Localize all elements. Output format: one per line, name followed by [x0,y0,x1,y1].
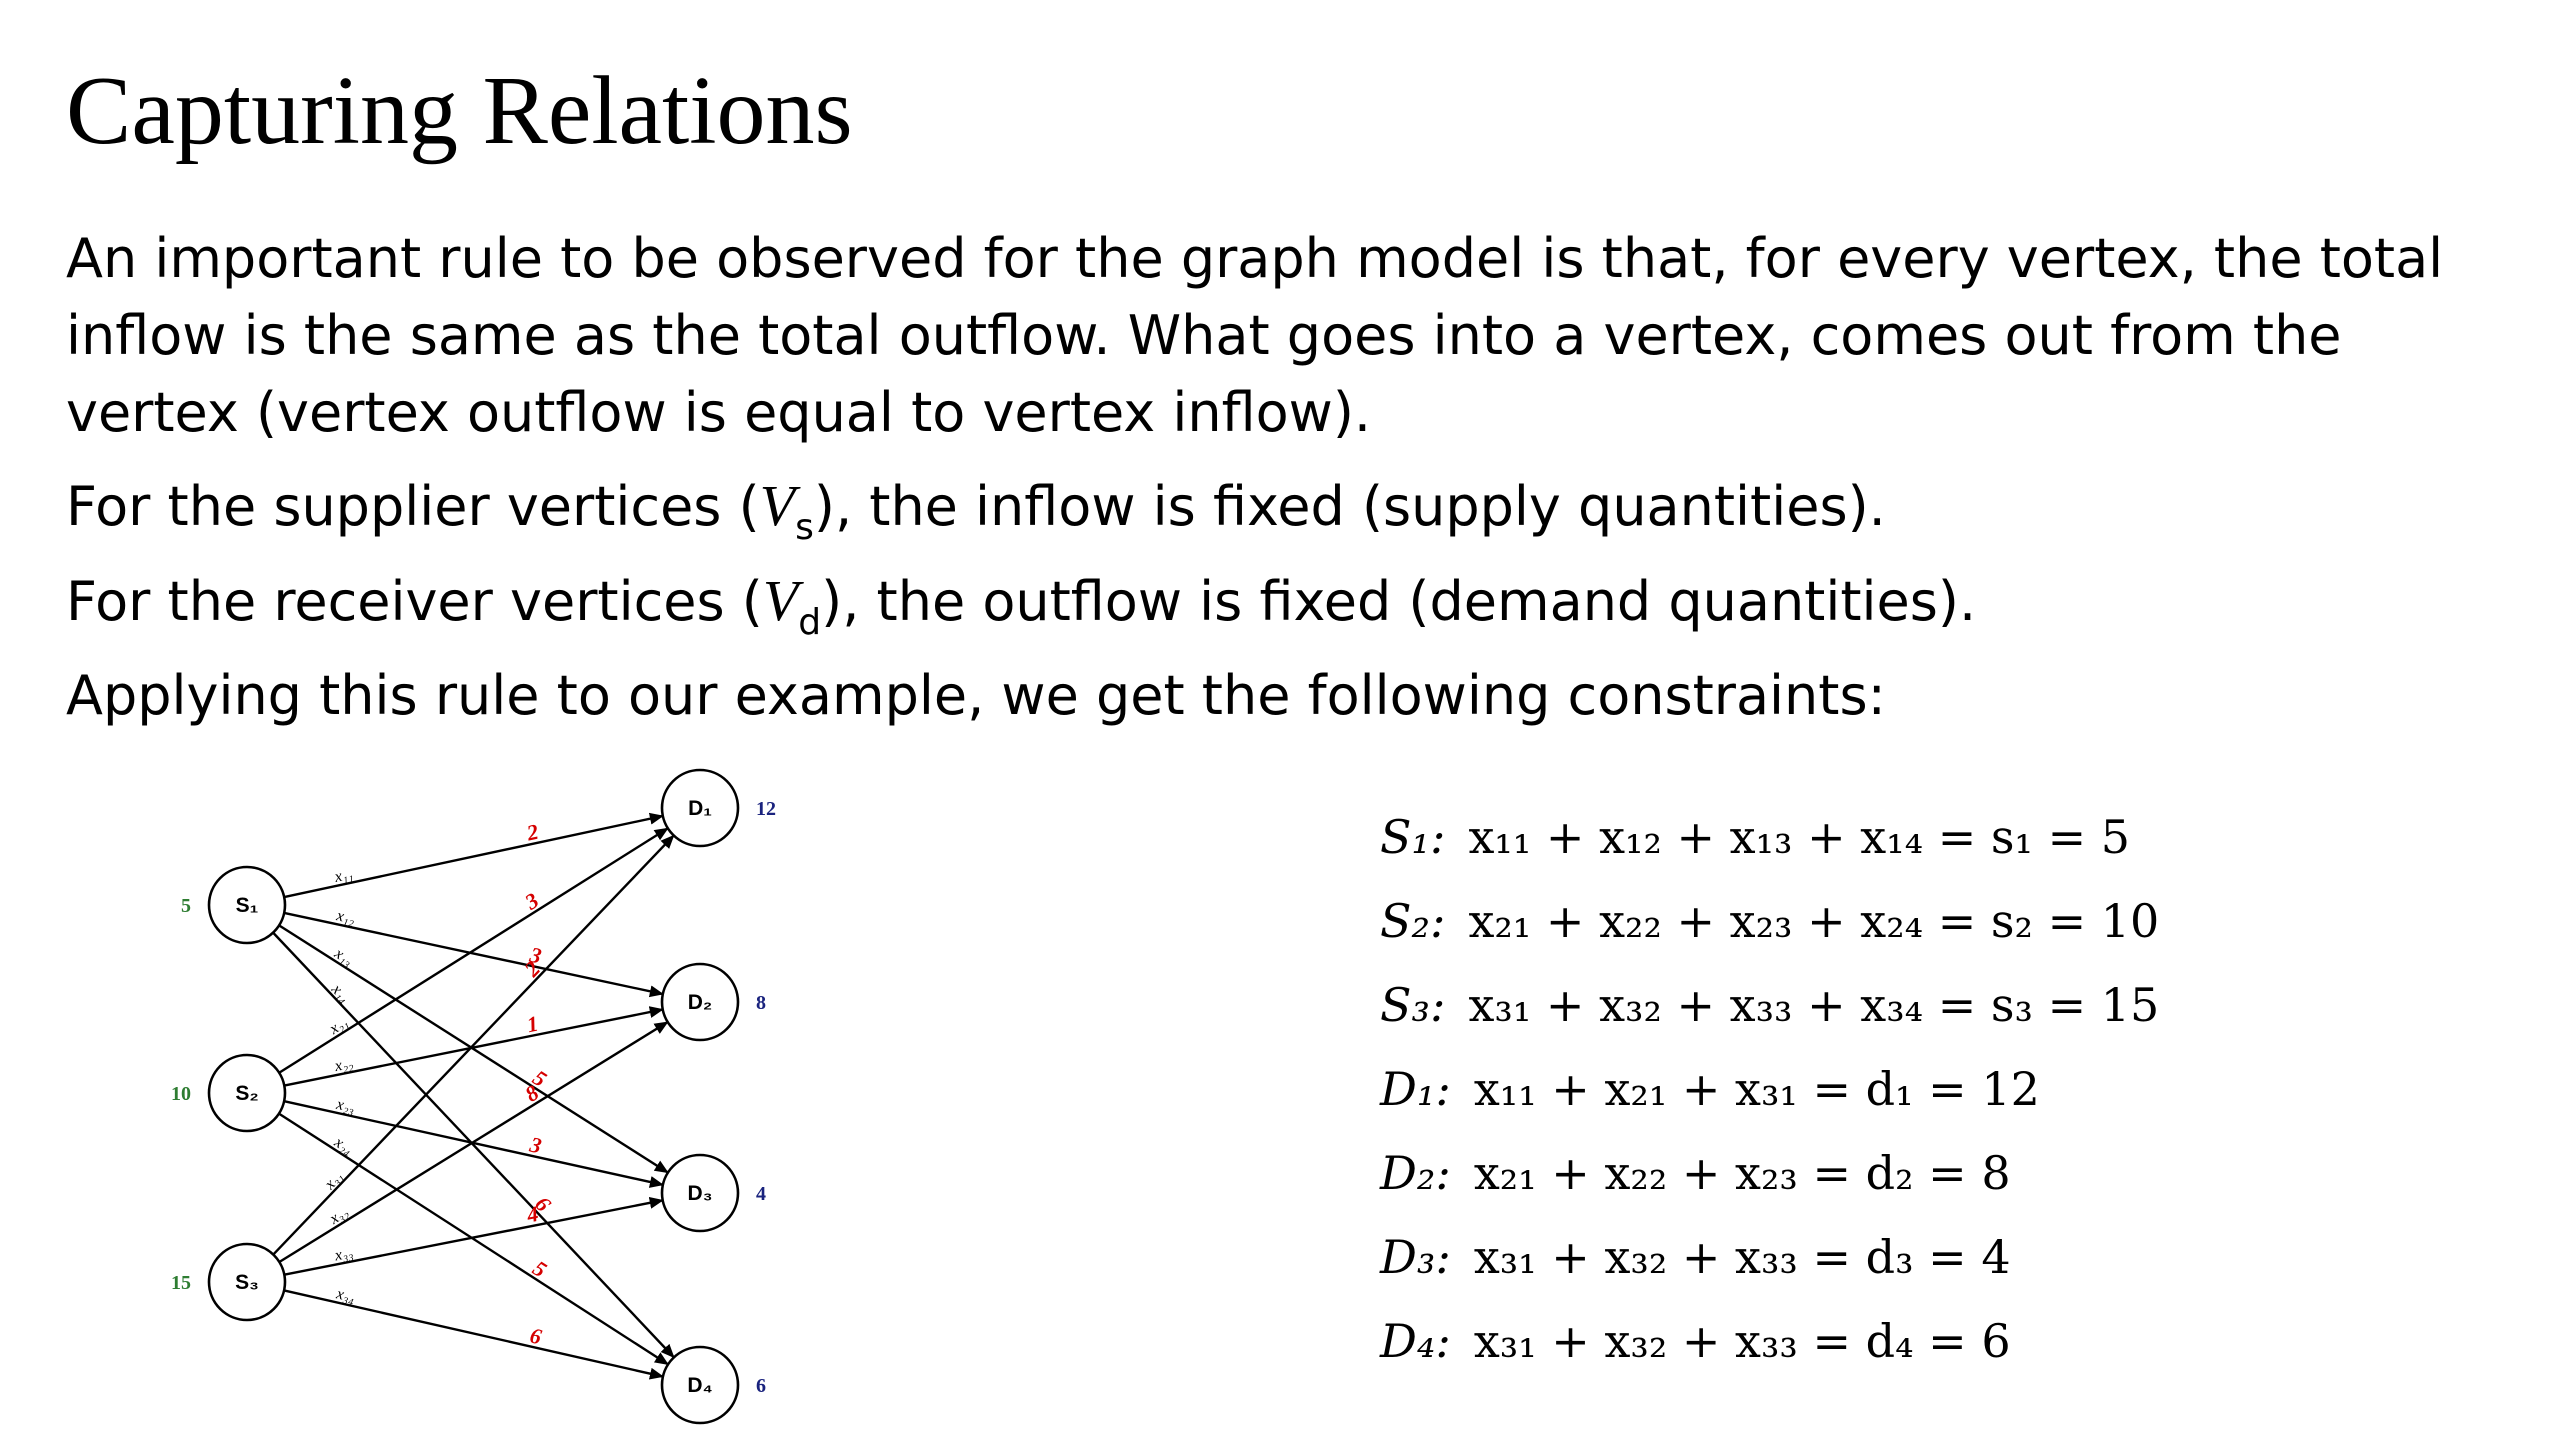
flow-edge [283,911,664,998]
receiver-node [660,1153,740,1233]
paragraph-supplier-vertices: For the supplier vertices (Vs), the infl… [66,467,2506,552]
constraint-expression: x₂₁ + x₂₂ + x₂₃ = d₂ = 8 [1450,1146,2011,1200]
math-subscript: d [798,602,822,643]
demand-quantity-label: 4 [756,1183,766,1205]
edge-cost-label: 5 [528,1255,551,1282]
flow-edge [283,1289,664,1380]
flow-edge [284,1196,664,1276]
edge-variable-label: x₂₂ [332,1055,355,1076]
math-variable: V [759,473,796,538]
flow-edge [272,834,675,1256]
constraint-expression: x₃₁ + x₃₂ + x₃₃ + x₃₄ = s₃ = 15 [1445,978,2160,1032]
math-subscript: s [795,507,814,548]
constraint-expression: x₃₁ + x₃₂ + x₃₃ = d₄ = 6 [1450,1314,2011,1368]
constraint-label: D₂: [1380,1146,1451,1200]
constraint-label: S₁: [1380,810,1446,864]
page-title: Capturing Relations [66,57,853,165]
edge-cost-label: 4 [524,1201,541,1228]
constraint-label: S₃: [1380,978,1446,1032]
text-segment: For the supplier vertices ( [66,475,760,538]
demand-quantity-label: 6 [756,1375,766,1397]
paragraph-receiver-vertices: For the receiver vertices (Vd), the outf… [66,562,2506,647]
constraint-equation-row: D₄: x₃₁ + x₃₂ + x₃₃ = d₄ = 6 [1380,1299,2159,1383]
constraint-expression: x₂₁ + x₂₂ + x₂₃ + x₂₄ = s₂ = 10 [1445,894,2160,948]
flow-edge [272,931,675,1359]
constraint-label: S₂: [1380,894,1446,948]
edge-variable-label: x₂₃ [334,1096,356,1117]
edge-cost-label: 3 [520,888,543,916]
receiver-node [660,768,740,848]
edge-cost-label: 2 [524,819,541,846]
edges-layer: x₁₁2x₁₂3x₁₃5x₁₄6x₂₁3x₂₂1x₂₃3x₂₄5x₃₁2x₃₂8… [272,812,675,1380]
supply-quantity-label: 10 [171,1083,191,1105]
constraint-expression: x₁₁ + x₂₁ + x₃₁ = d₁ = 12 [1450,1062,2040,1116]
edge-variable-label: x₃₃ [332,1244,354,1264]
constraint-equation-row: D₃: x₃₁ + x₃₂ + x₃₃ = d₃ = 4 [1380,1215,2159,1299]
edge-variable-label: x₃₁ [321,1168,347,1194]
supply-quantity-label: 5 [181,895,191,917]
constraint-equation-row: D₂: x₂₁ + x₂₂ + x₂₃ = d₂ = 8 [1380,1131,2159,1215]
text-segment: For the receiver vertices ( [66,570,763,633]
edge-cost-label: 3 [527,942,544,969]
constraint-equation-row: S₃: x₃₁ + x₃₂ + x₃₃ + x₃₄ = s₃ = 15 [1380,963,2159,1047]
edge-variable-label: x₃₂ [326,1204,352,1229]
receiver-node-label: D₂ [688,991,713,1014]
paragraph-flow-rule: An important rule to be observed for the… [66,227,2444,444]
paragraph-constraints-intro: Applying this rule to our example, we ge… [66,664,1886,727]
receiver-node [660,1345,740,1425]
constraint-equation-row: S₁: x₁₁ + x₁₂ + x₁₃ + x₁₄ = s₁ = 5 [1380,795,2159,879]
edge-cost-label: 1 [525,1011,541,1038]
receiver-node-label: D₁ [688,797,712,820]
constraint-label: D₁: [1380,1062,1451,1116]
constraint-label: D₃: [1380,1230,1451,1284]
flow-edge [283,812,664,899]
constraint-equation-row: D₁: x₁₁ + x₂₁ + x₃₁ = d₁ = 12 [1380,1047,2159,1131]
edge-variable-label: x₁₃ [331,945,356,970]
flow-edge [278,924,669,1174]
edge-variable-label: x₁₄ [327,980,353,1006]
receiver-node [660,962,740,1042]
edge-cost-label: 3 [527,1131,544,1158]
flow-edge [278,827,669,1074]
text-segment: ), the inflow is fixed (supply quantitie… [813,475,1886,538]
supply-quantity-label: 15 [171,1272,191,1294]
constraint-equation-row: S₂: x₂₁ + x₂₂ + x₂₃ + x₂₄ = s₂ = 10 [1380,879,2159,963]
receiver-node-label: D₄ [687,1374,712,1397]
flow-edge [284,1006,664,1087]
math-variable: V [762,568,799,633]
constraint-expression: x₁₁ + x₁₂ + x₁₃ + x₁₄ = s₁ = 5 [1445,810,2130,864]
supplier-node [207,1053,287,1133]
text-segment: ), the outflow is fixed (demand quantiti… [821,570,1977,633]
transport-network-diagram: x₁₁2x₁₂3x₁₃5x₁₄6x₂₁3x₂₂1x₂₃3x₂₄5x₃₁2x₃₂8… [171,768,776,1425]
edge-variable-label: x₂₄ [331,1133,356,1158]
constraint-expression: x₃₁ + x₃₂ + x₃₃ = d₃ = 4 [1450,1230,2011,1284]
flow-edge [278,1112,669,1366]
supplier-node [207,1242,287,1322]
receiver-node-label: D₃ [688,1182,713,1205]
edge-cost-label: 6 [528,1323,544,1350]
edge-variable-label: x₃₄ [334,1285,357,1306]
supplier-node-label: S₁ [236,894,259,917]
supplier-node-label: S₃ [235,1271,259,1294]
supplier-node-label: S₂ [235,1082,258,1105]
edge-variable-label: x₁₁ [332,865,354,886]
demand-quantity-label: 12 [756,798,776,820]
demand-quantity-label: 8 [756,992,766,1014]
supplier-node [207,865,287,945]
constraint-label: D₄: [1380,1314,1451,1368]
flow-edge [278,1020,669,1264]
edge-variable-label: x₁₂ [334,907,357,928]
edge-variable-label: x₂₁ [326,1014,351,1039]
